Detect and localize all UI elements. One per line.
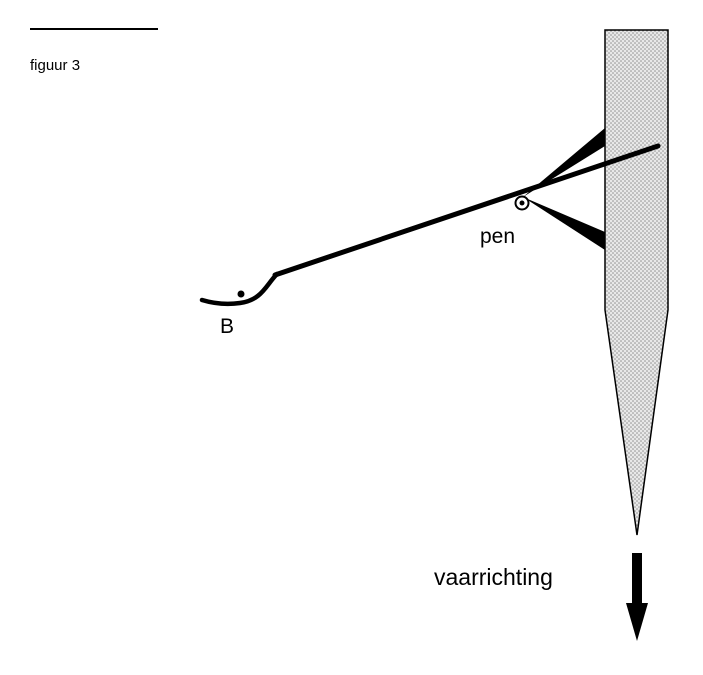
boat-hull (604, 29, 669, 536)
bracket-upper-arm (523, 128, 605, 197)
caption-rule (30, 28, 158, 30)
direction-arrow-head (626, 603, 648, 641)
direction-arrow-shaft (632, 553, 642, 605)
label-pen: pen (480, 225, 516, 248)
label-direction: vaarrichting (434, 564, 553, 590)
lever-hook (199, 271, 280, 307)
lever-rod (272, 143, 661, 278)
label-b: B (220, 315, 235, 338)
bracket-lower-arm (523, 197, 605, 250)
figure-caption: figuur 3 (30, 57, 81, 74)
pen-pivot-center (519, 200, 525, 206)
point-b-dot (237, 290, 245, 298)
